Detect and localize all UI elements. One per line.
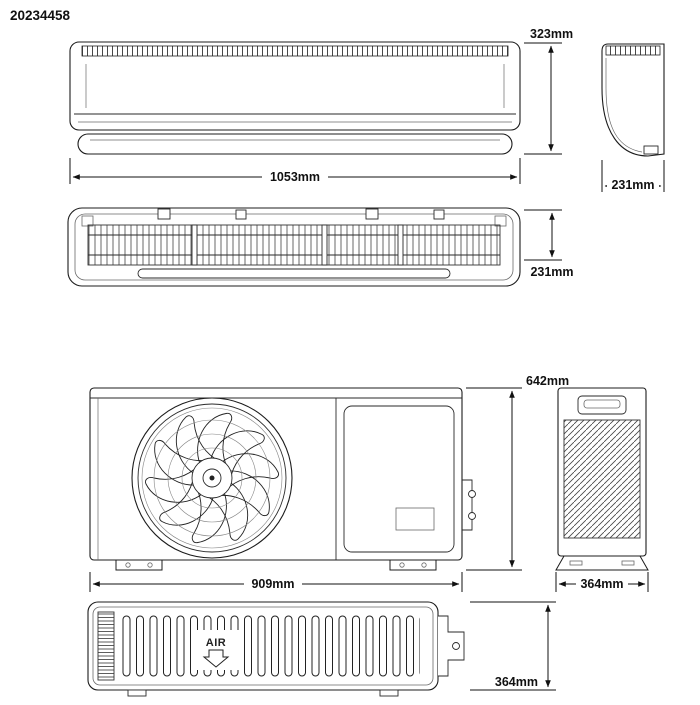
dim-outdoor-depth-top: 364mm [470, 601, 556, 691]
indoor-side-top-grille [605, 45, 661, 56]
valve-port [452, 642, 460, 650]
outdoor-top-depth-label: 364mm [495, 675, 538, 689]
indoor-unit-bottom-view [67, 207, 521, 287]
pipe-cover-bracket [438, 615, 465, 677]
dim-indoor-depth-bottom: 231mm [524, 209, 574, 279]
indoor-height-label: 323mm [530, 27, 573, 41]
mounting-hook [365, 208, 379, 220]
indoor-outlet-slot [137, 268, 451, 279]
dim-outdoor-height: 642mm [466, 374, 569, 571]
mounting-hook [235, 209, 247, 220]
indoor-bottom-depth-label: 231mm [530, 265, 573, 279]
valve-port [468, 512, 476, 520]
nameplate [395, 507, 435, 531]
indoor-unit-front-view [69, 41, 521, 155]
top-vent-slots [120, 614, 420, 680]
outdoor-side-depth-label: 364mm [580, 577, 623, 591]
condenser-coil-fins [97, 611, 115, 681]
outdoor-side-panel [343, 405, 455, 553]
indoor-top-intake-grille [81, 45, 509, 57]
mounting-foot [389, 559, 437, 571]
outdoor-unit-front-view [89, 387, 476, 571]
valve-port [468, 490, 476, 498]
indoor-width-label: 1053mm [270, 170, 320, 184]
mounting-hook [157, 208, 171, 220]
outdoor-unit-side-view [555, 387, 649, 571]
service-valve-bracket [462, 479, 473, 531]
outdoor-unit-top-view: AIR [87, 601, 465, 697]
indoor-bottom-louver-grille [87, 224, 501, 266]
airflow-label: AIR [206, 637, 226, 649]
mounting-tab [379, 689, 399, 697]
mounting-tab [127, 689, 147, 697]
dim-outdoor-width: 909mm [89, 572, 463, 592]
mounting-foot [115, 559, 163, 571]
outdoor-width-label: 909mm [251, 577, 294, 591]
airflow-arrow-icon [202, 649, 230, 668]
base-foot [555, 555, 649, 571]
indoor-side-depth-label: 231mm [611, 178, 654, 192]
dim-indoor-width: 1053mm [69, 158, 521, 184]
outdoor-height-label: 642mm [526, 374, 569, 388]
dim-indoor-height: 323mm [524, 27, 573, 155]
dim-indoor-depth-side: 231mm [601, 160, 665, 192]
carry-handle [577, 395, 627, 415]
indoor-air-deflector-flap [77, 133, 513, 155]
indoor-unit-side-view [601, 43, 665, 157]
dim-outdoor-depth-side: 364mm [555, 572, 649, 592]
side-intake-grille [563, 419, 641, 539]
outdoor-fan [131, 397, 293, 559]
mounting-hook [433, 209, 445, 220]
document-number: 20234458 [10, 8, 71, 23]
